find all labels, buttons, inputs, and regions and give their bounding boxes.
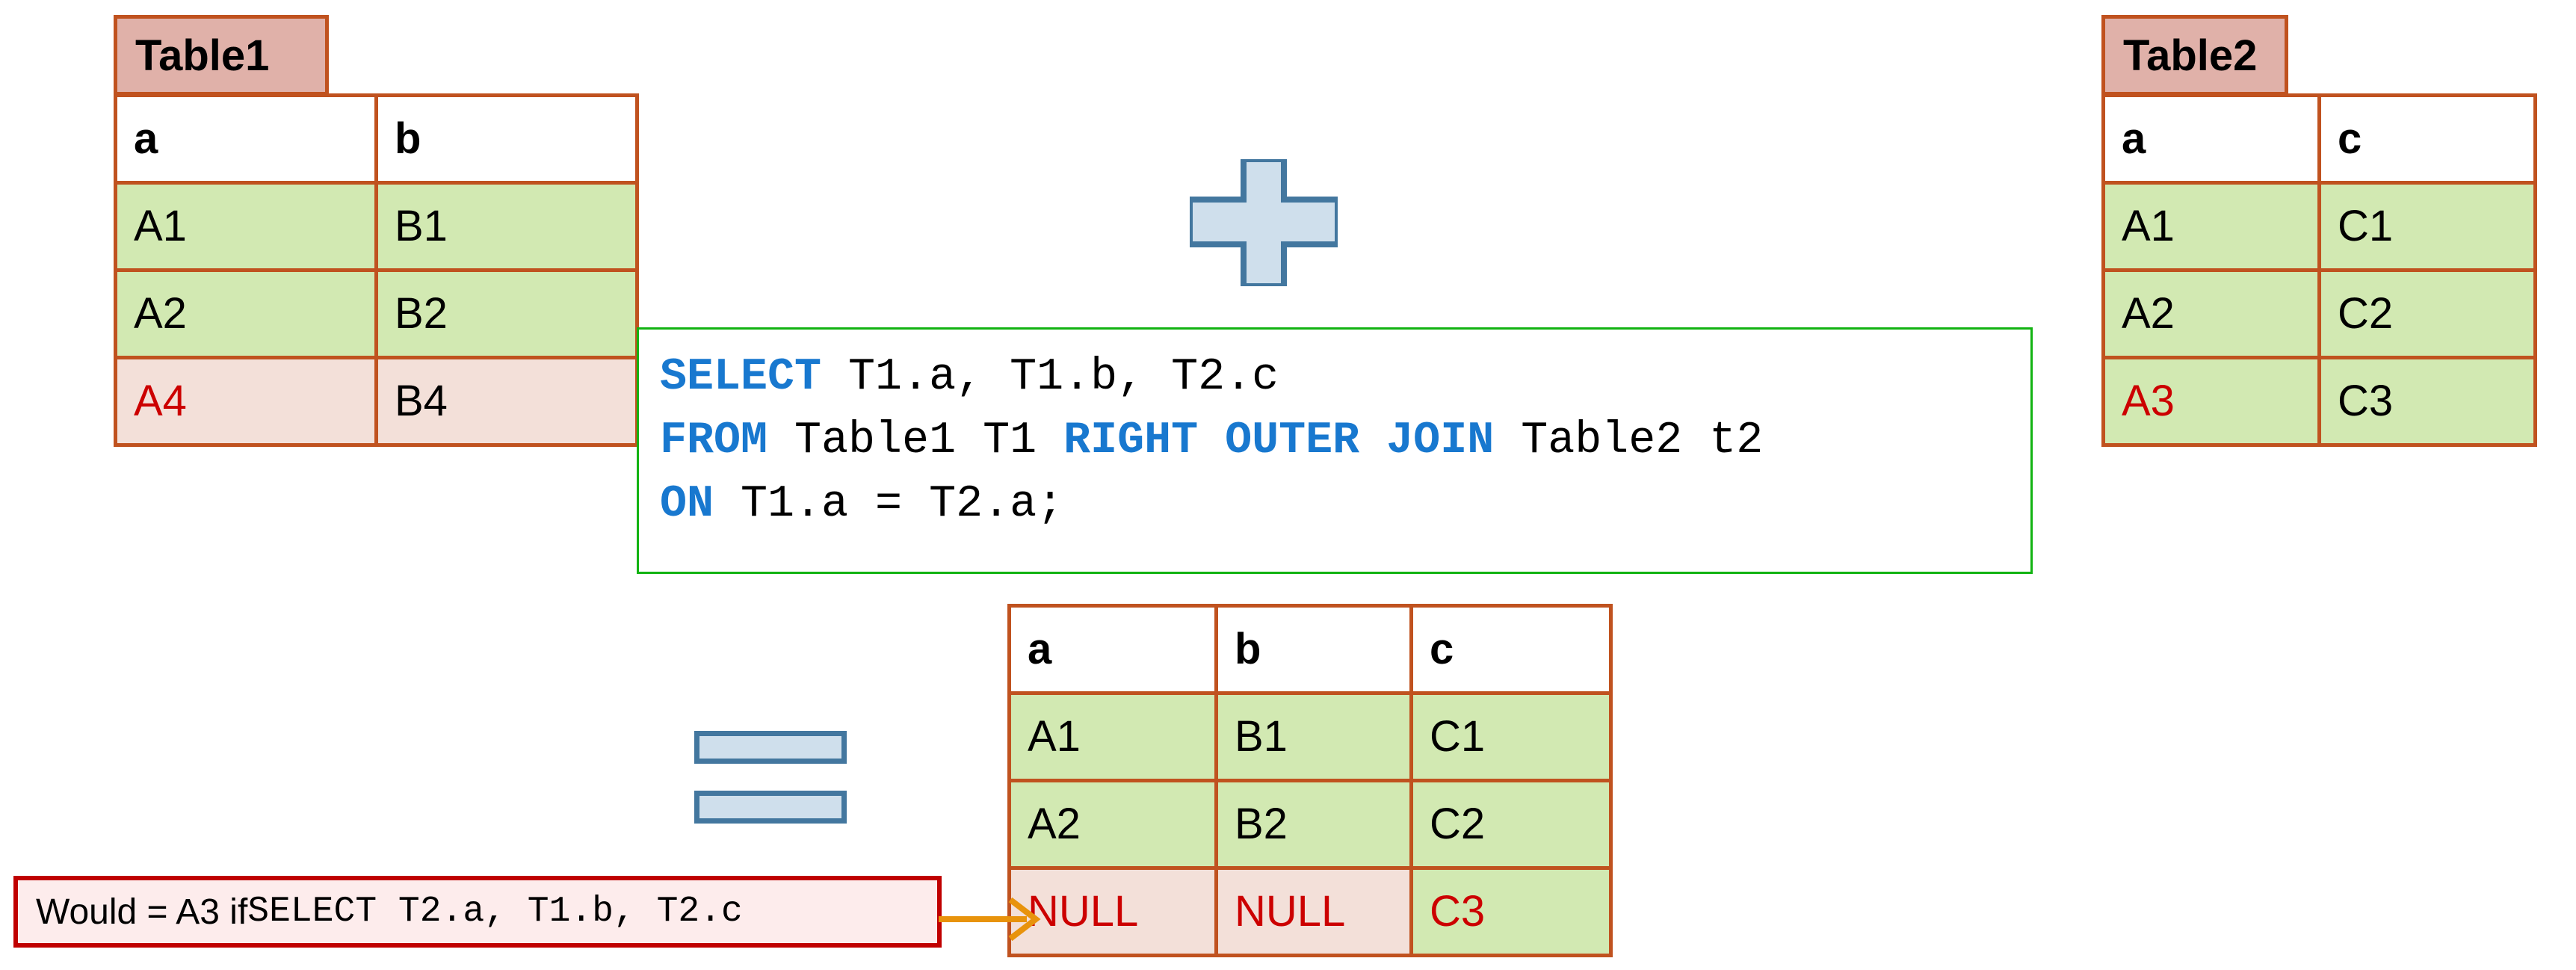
table2-name-label: Table2 xyxy=(2123,31,2258,80)
result-cell-r2-c: C2 xyxy=(1409,779,1613,870)
sql-keyword-on: ON xyxy=(660,479,714,531)
table1-cell-b1: B1 xyxy=(374,181,639,272)
table1-cell-a1: A1 xyxy=(114,181,378,272)
table1-header-row: a b xyxy=(114,93,639,185)
table-row: A2 B2 xyxy=(114,268,639,359)
table1: a b A1 B1 A2 B2 A4 B4 xyxy=(114,93,639,447)
sql-from-table2: Table2 t2 xyxy=(1494,416,1764,467)
result-table: a b c A1 B1 C1 A2 B2 C2 NULL NULL C3 xyxy=(1007,604,1613,957)
sql-on-condition: T1.a = T2.a; xyxy=(714,479,1064,531)
result-cell-r1-c: C1 xyxy=(1409,691,1613,782)
table-row: A2 B2 C2 xyxy=(1007,779,1613,870)
table1-name-tab: Table1 xyxy=(114,15,329,96)
table-row: NULL NULL C3 xyxy=(1007,866,1613,957)
table2-name-tab: Table2 xyxy=(2101,15,2288,96)
result-col-a-header: a xyxy=(1007,604,1218,695)
table2-cell-a1: A1 xyxy=(2101,181,2321,272)
table2-cell-c2: C2 xyxy=(2317,268,2537,359)
table-row: A4 B4 xyxy=(114,356,639,447)
equals-bar-top xyxy=(694,731,847,764)
result-cell-r1-a: A1 xyxy=(1007,691,1218,782)
sql-from-table1: Table1 T1 xyxy=(767,416,1064,467)
result-col-b-header: b xyxy=(1214,604,1413,695)
result-cell-r1-b: B1 xyxy=(1214,691,1413,782)
annotation-code-text: SELECT T2.a, T1.b, T2.c xyxy=(247,892,743,932)
table-row: A3 C3 xyxy=(2101,356,2537,447)
table1-name-label: Table1 xyxy=(135,31,270,80)
table-row: A1 B1 C1 xyxy=(1007,691,1613,782)
sql-query-box: SELECT T1.a, T1.b, T2.c FROM Table1 T1 R… xyxy=(637,327,2033,574)
table2-col-c-header: c xyxy=(2317,93,2537,185)
sql-keyword-from: FROM xyxy=(660,416,768,467)
table2-header-row: a c xyxy=(2101,93,2537,185)
table-row: A1 C1 xyxy=(2101,181,2537,272)
table-row: A1 B1 xyxy=(114,181,639,272)
table1-cell-b4: B4 xyxy=(374,356,639,447)
table1-col-a-header: a xyxy=(114,93,378,185)
annotation-prefix-text: Would = A3 if xyxy=(36,892,248,932)
table1-cell-a4: A4 xyxy=(114,356,378,447)
sql-select-list: T1.a, T1.b, T2.c xyxy=(821,352,1279,403)
equals-bar-bottom xyxy=(694,791,847,824)
annotation-callout: Would = A3 if SELECT T2.a, T1.b, T2.c xyxy=(13,876,942,948)
result-header-row: a b c xyxy=(1007,604,1613,695)
table-row: A2 C2 xyxy=(2101,268,2537,359)
result-cell-r3-c: C3 xyxy=(1409,866,1613,957)
table2-cell-c1: C1 xyxy=(2317,181,2537,272)
table1-col-b-header: b xyxy=(374,93,639,185)
arrow-right-icon xyxy=(939,897,1041,942)
equals-icon xyxy=(694,731,847,824)
result-cell-r3-b: NULL xyxy=(1214,866,1413,957)
result-cell-r2-b: B2 xyxy=(1214,779,1413,870)
result-cell-r2-a: A2 xyxy=(1007,779,1218,870)
table1-cell-b2: B2 xyxy=(374,268,639,359)
sql-keyword-select: SELECT xyxy=(660,352,822,403)
table2: a c A1 C1 A2 C2 A3 C3 xyxy=(2101,93,2537,447)
result-col-c-header: c xyxy=(1409,604,1613,695)
table2-cell-a3: A3 xyxy=(2101,356,2321,447)
table2-cell-c3: C3 xyxy=(2317,356,2537,447)
result-cell-r3-a: NULL xyxy=(1007,866,1218,957)
table2-col-a-header: a xyxy=(2101,93,2321,185)
plus-icon xyxy=(1190,159,1338,286)
table1-cell-a2: A2 xyxy=(114,268,378,359)
table2-cell-a2: A2 xyxy=(2101,268,2321,359)
sql-keyword-right-outer-join: RIGHT OUTER JOIN xyxy=(1063,416,1495,467)
